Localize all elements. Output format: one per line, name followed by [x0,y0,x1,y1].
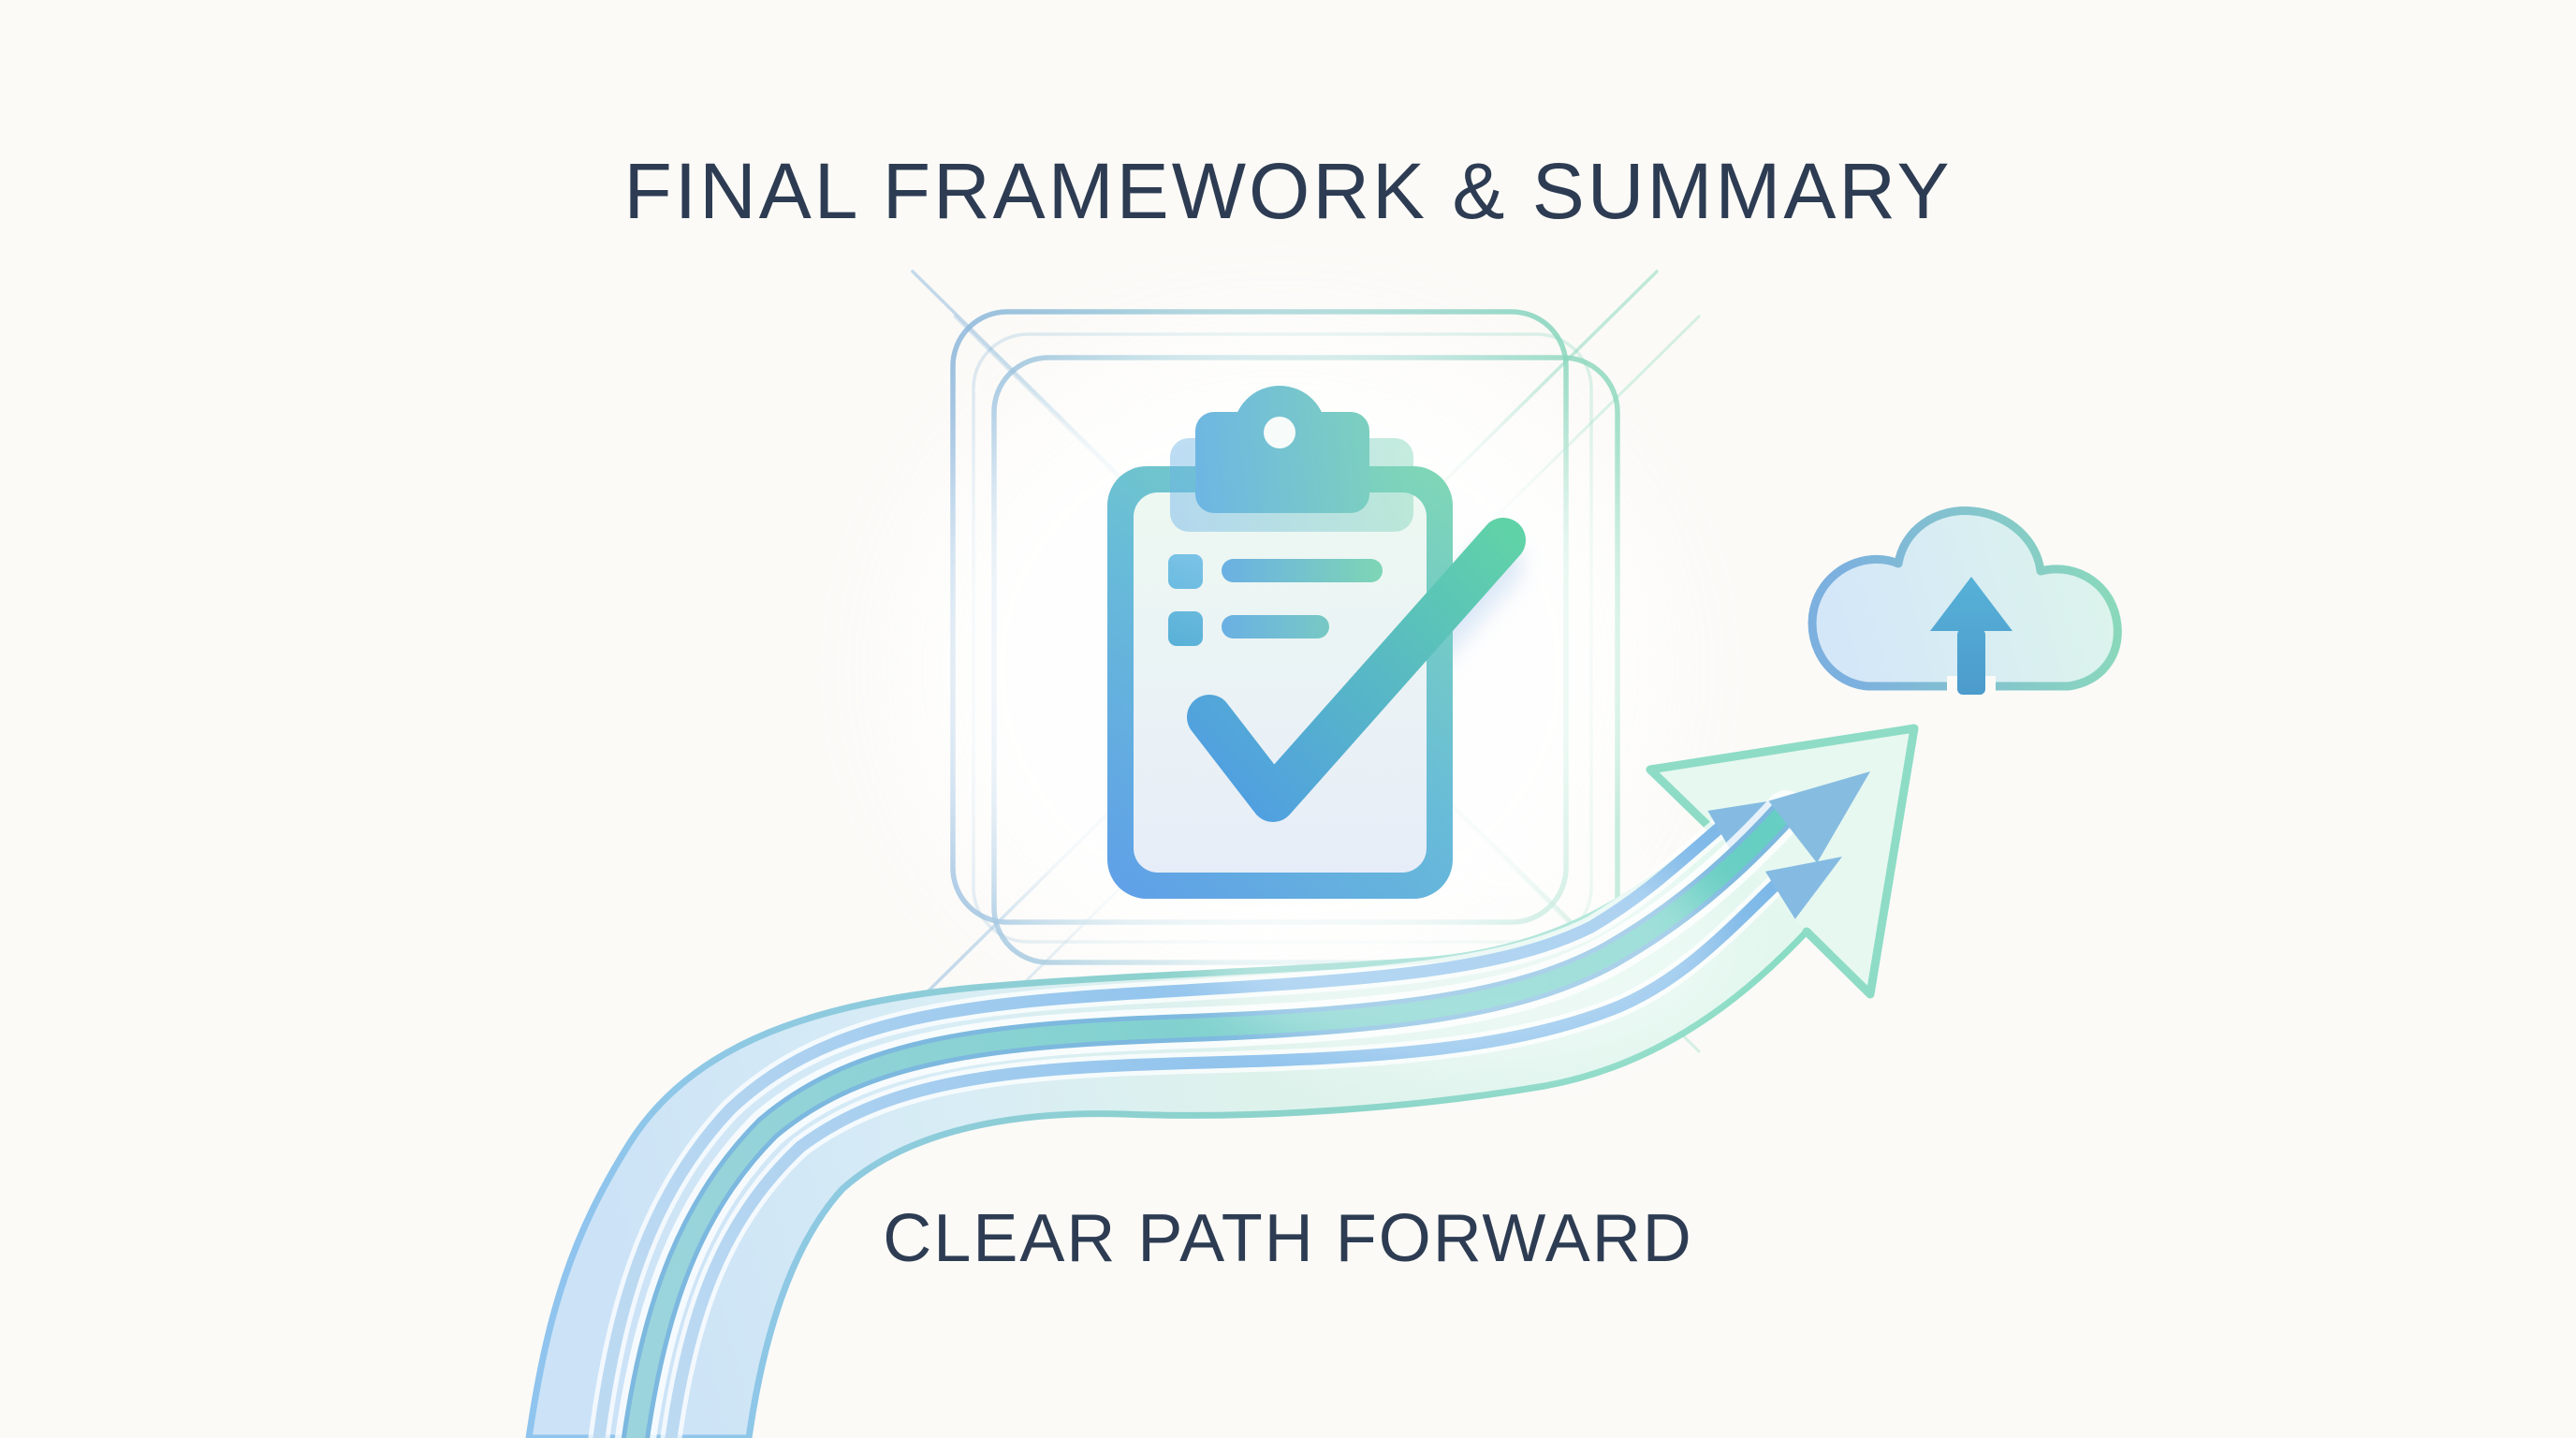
upload-arrow [1930,577,2012,695]
checklist-bullet [1168,611,1203,646]
growth-arrow-icon [525,724,1919,1438]
slide-title: FINAL FRAMEWORK & SUMMARY [623,147,1953,235]
checklist-line [1222,615,1329,638]
checklist-row [1168,554,1383,589]
checklist-line [1222,559,1383,582]
clipboard-clip [1170,386,1413,532]
check-mark [1187,518,1526,822]
clipboard-page [1134,492,1427,873]
small-arrowhead [1768,771,1870,863]
checklist-row [1168,611,1329,646]
checklist-bullet [1168,554,1203,589]
slide-caption: CLEAR PATH FORWARD [883,1201,1693,1276]
small-arrowhead [1764,857,1842,919]
clipboard-check-icon [1107,386,1526,899]
clip-hole [1264,417,1295,448]
cloud-upload-icon [1808,506,2122,697]
